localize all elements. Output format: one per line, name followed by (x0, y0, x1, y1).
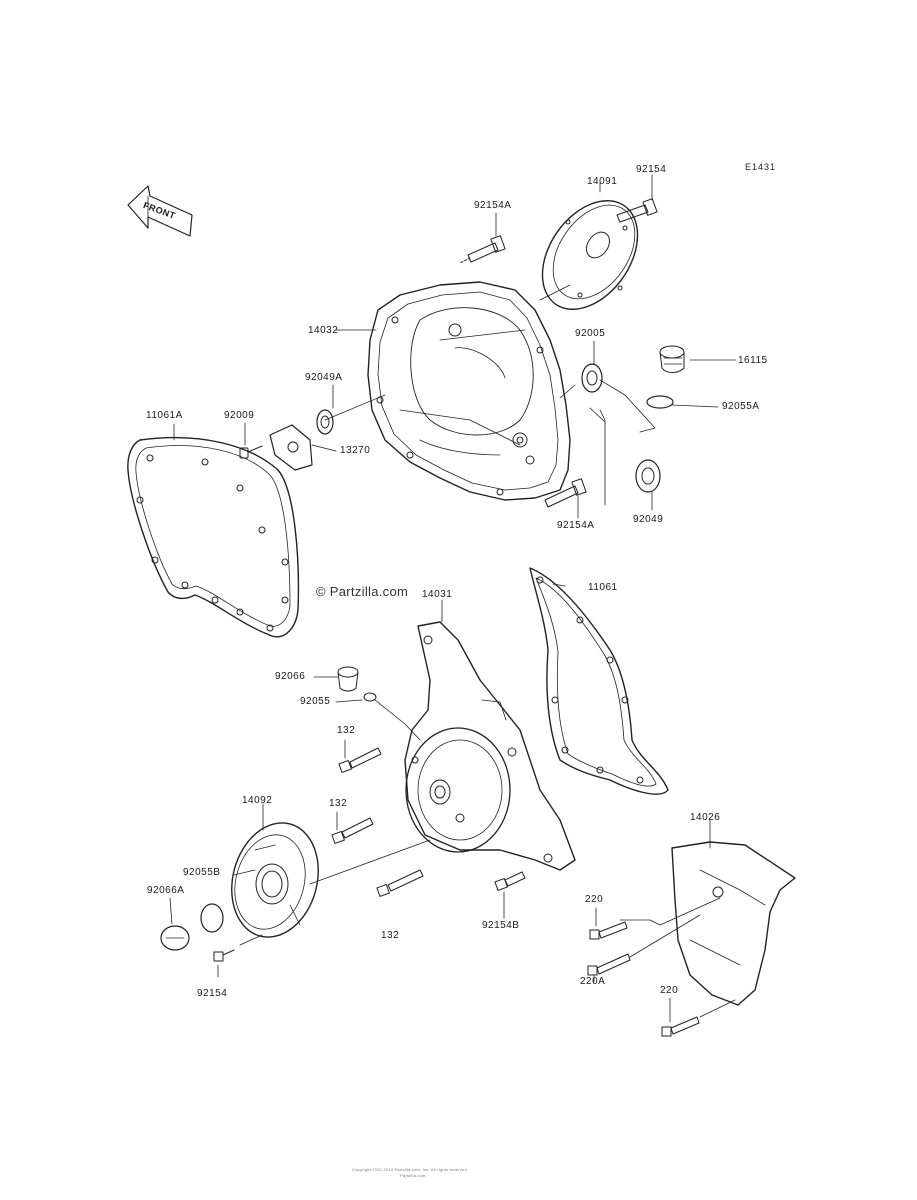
cover-plate-14091 (541, 200, 639, 310)
bolt-220a (587, 953, 631, 976)
seal-92049a (316, 409, 334, 435)
cap-16115 (659, 345, 685, 373)
seal-92049 (635, 459, 661, 493)
part-label-14032: 14032 (308, 325, 339, 336)
bolt-132-c (376, 869, 424, 897)
part-label-220a: 220A (580, 976, 606, 987)
screw-92009 (239, 445, 263, 459)
bolt-132-a (338, 747, 382, 773)
part-label-92154-bottom: 92154 (197, 988, 228, 999)
diagram-code: E1431 (745, 162, 777, 172)
part-label-92005: 92005 (575, 328, 606, 339)
bolt-92154a-top (459, 235, 506, 264)
part-label-92154a-top: 92154A (474, 200, 512, 211)
gasket-11061 (529, 567, 669, 795)
part-label-92154b: 92154B (482, 920, 520, 931)
part-label-92154a-bottom: 92154A (557, 520, 595, 531)
plug-92066 (337, 666, 359, 692)
part-label-14031: 14031 (422, 589, 453, 600)
bolt-92154-top (616, 198, 658, 223)
part-label-11061: 11061 (588, 582, 618, 593)
gasket-11061a (127, 437, 300, 638)
part-label-13270: 13270 (340, 445, 371, 456)
part-label-92055b: 92055B (183, 867, 221, 878)
footer-site: Partzilla.com (400, 1173, 426, 1178)
part-label-16115: 16115 (738, 355, 768, 366)
leader-lines (169, 174, 737, 1023)
plug-92066a (160, 925, 190, 951)
outer-cover-14092 (231, 822, 319, 938)
footer-copyright: Copyright 2002-2014 Partzilla.com, Inc. … (352, 1167, 469, 1172)
o-ring-92055 (363, 692, 377, 702)
guard-14026 (671, 841, 796, 1006)
o-ring-92055b (200, 903, 224, 933)
part-label-14092: 14092 (242, 795, 273, 806)
part-label-11061a: 11061A (146, 410, 183, 421)
part-label-92049: 92049 (633, 514, 664, 525)
bolt-92154a-bottom (544, 478, 587, 508)
part-label-132-c: 132 (381, 930, 400, 941)
part-label-92009: 92009 (224, 410, 255, 421)
bolt-92154-bottom (213, 949, 235, 962)
part-label-92066a: 92066A (147, 885, 185, 896)
part-label-92154-top: 92154 (636, 164, 667, 175)
part-label-14026: 14026 (690, 812, 721, 823)
plate-13270 (269, 424, 313, 471)
generator-cover-14031 (404, 621, 576, 871)
part-label-14091: 14091 (587, 176, 618, 187)
bolt-92154b (494, 871, 526, 891)
front-direction-arrow-icon (127, 185, 193, 237)
part-label-132-a: 132 (337, 725, 356, 736)
bolt-132-b (331, 817, 374, 844)
watermark: © Partzilla.com (316, 584, 409, 599)
part-label-220-a: 220 (585, 894, 604, 905)
o-ring-92055a (646, 395, 674, 409)
bolt-220-a (589, 921, 628, 940)
part-label-220-b: 220 (660, 985, 679, 996)
part-label-92055a: 92055A (722, 401, 760, 412)
seal-92005 (581, 363, 603, 393)
part-label-92055: 92055 (300, 696, 331, 707)
clutch-cover-14032 (367, 281, 571, 501)
part-label-132-b: 132 (329, 798, 348, 809)
bolt-220-b (661, 1016, 700, 1037)
part-label-92066: 92066 (275, 671, 306, 682)
part-label-92049a: 92049A (305, 372, 343, 383)
